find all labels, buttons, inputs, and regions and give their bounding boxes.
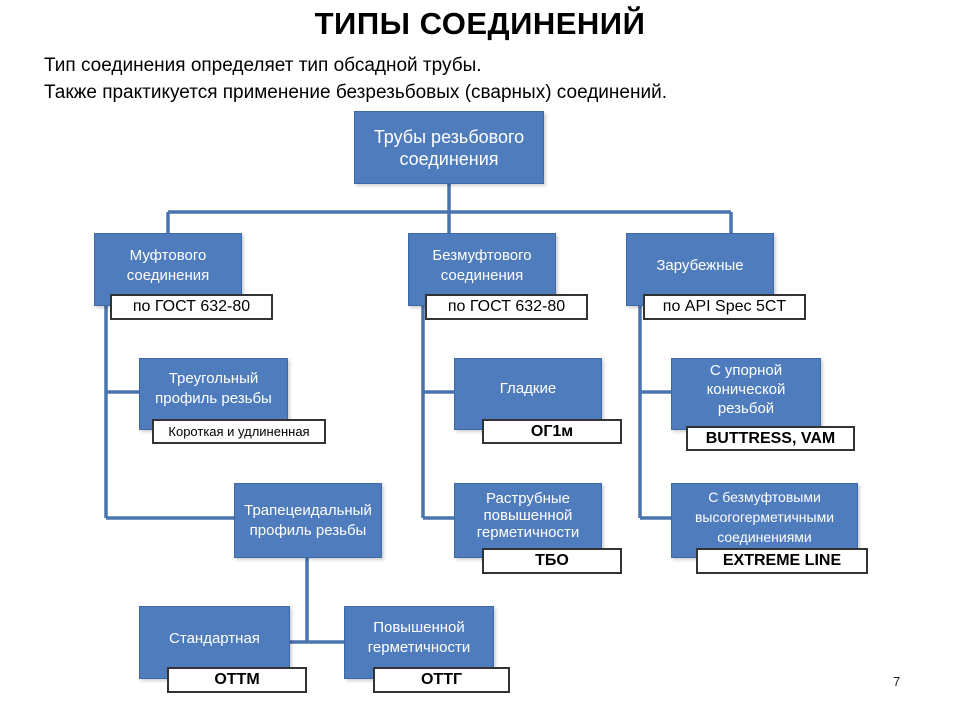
triangular-box: Треугольный профиль резьбы — [139, 358, 288, 430]
standard-tag: ОТТМ — [167, 667, 307, 693]
intro-line-1: Тип соединения определяет тип обсадной т… — [44, 55, 482, 76]
socket-tag: ТБО — [482, 548, 622, 574]
conical-label: С упорной конической резьбой — [706, 361, 786, 417]
trapezoidal-label: Трапецеидальный профиль резьбы — [244, 501, 372, 539]
smooth-tag: ОГ1м — [482, 419, 622, 444]
coupling-label: Муфтового соединения — [126, 246, 210, 284]
intro-line-2: Также практикуется применение безрезьбов… — [44, 82, 667, 103]
socket-box: Раструбные повышенной герметичности — [454, 483, 602, 558]
sealed-label: Повышенной герметичности — [367, 618, 471, 656]
smooth-box: Гладкие — [454, 358, 602, 430]
triangular-label: Треугольный профиль резьбы — [155, 370, 272, 407]
foreign-sealed-label: С безмуфтовыми высогогерметичными соедин… — [694, 488, 835, 545]
coupling-standard-tag: по ГОСТ 632-80 — [110, 294, 273, 320]
foreign-standard-tag: по API Spec 5CT — [643, 294, 806, 320]
conical-tag: BUTTRESS, VAM — [686, 426, 855, 451]
socket-label: Раструбные повышенной герметичности — [476, 490, 580, 541]
couplingless-label: Безмуфтового соединения — [432, 246, 532, 284]
foreign-label: Зарубежные — [656, 256, 744, 274]
root-label: Трубы резьбового соединения — [373, 126, 525, 169]
page-number: 7 — [893, 674, 901, 689]
foreign-box: Зарубежные — [626, 233, 774, 306]
foreign-sealed-box: С безмуфтовыми высогогерметичными соедин… — [671, 483, 858, 558]
root-box: Трубы резьбового соединения — [354, 111, 544, 184]
sealed-box: Повышенной герметичности — [344, 606, 494, 679]
smooth-label: Гладкие — [499, 380, 557, 397]
foreign-sealed-tag: EXTREME LINE — [696, 548, 868, 574]
couplingless-box: Безмуфтового соединения — [408, 233, 556, 306]
sealed-tag: ОТТГ — [373, 667, 510, 693]
page-title: ТИПЫ СОЕДИНЕНИЙ — [314, 6, 646, 41]
conical-box: С упорной конической резьбой — [671, 358, 821, 430]
standard-label: Стандартная — [169, 629, 260, 647]
triangular-tag: Короткая и удлиненная — [152, 419, 326, 444]
trapezoidal-box: Трапецеидальный профиль резьбы — [234, 483, 382, 558]
couplingless-standard-tag: по ГОСТ 632-80 — [425, 294, 588, 320]
standard-box: Стандартная — [139, 606, 290, 679]
